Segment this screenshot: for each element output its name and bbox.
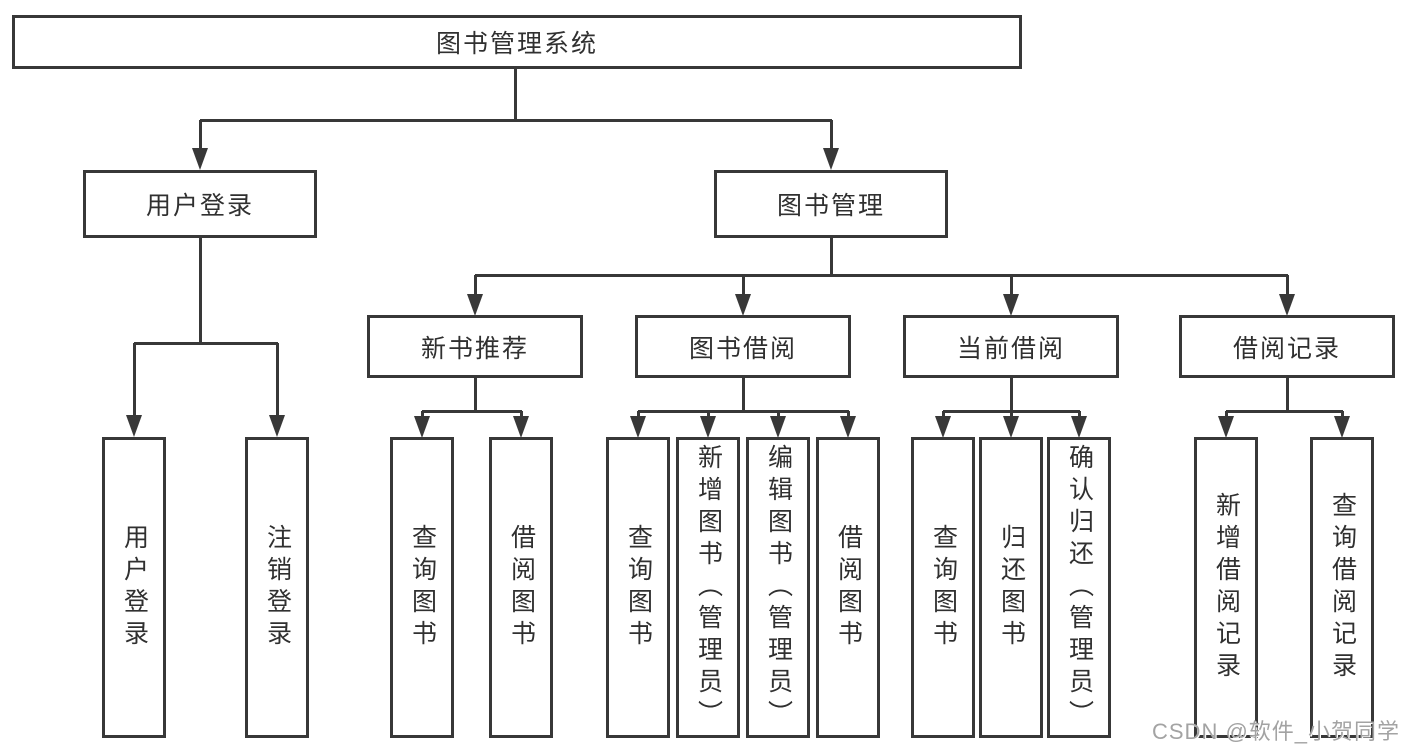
arrow-head-icon	[269, 415, 285, 437]
node-user-login: 用户登录	[83, 170, 317, 238]
connector-user-horizontal	[134, 342, 278, 345]
connector-records-horizontal	[1226, 410, 1343, 413]
arrow-shaft	[741, 275, 745, 294]
arrow-shaft	[941, 411, 945, 416]
arrow-head-icon	[1003, 416, 1019, 438]
arrow-shaft	[275, 343, 279, 415]
node-root: 图书管理系统	[12, 15, 1022, 69]
arrow-shaft	[1009, 275, 1013, 294]
arrow-shaft	[1077, 411, 1081, 416]
arrow-to-book-management	[822, 120, 840, 170]
arrow-head-icon	[1334, 416, 1350, 438]
arrow-to-leaf-return-books	[1002, 411, 1020, 438]
arrow-shaft	[1224, 411, 1228, 416]
arrow-to-leaf-add-record	[1217, 411, 1235, 438]
arrow-head-icon	[467, 294, 483, 316]
arrow-shaft	[198, 120, 202, 148]
csdn-watermark: CSDN @软件_小贺同学	[1152, 719, 1401, 744]
arrow-head-icon	[735, 294, 751, 316]
node-borrow-records: 借阅记录	[1179, 315, 1395, 378]
arrow-head-icon	[840, 416, 856, 438]
arrow-to-leaf-edit-books	[769, 411, 787, 438]
arrow-head-icon	[1071, 416, 1087, 438]
leaf-query-books-3: 查询图书	[911, 437, 975, 738]
arrow-shaft	[1009, 411, 1013, 416]
arrow-shaft	[1340, 411, 1344, 416]
arrow-head-icon	[414, 416, 430, 438]
leaf-query-books-2: 查询图书	[606, 437, 670, 738]
arrow-to-current-borrow	[1002, 275, 1020, 316]
arrow-shaft	[519, 411, 523, 416]
node-book-borrow: 图书借阅	[635, 315, 851, 378]
leaf-confirm-return-admin: 确认归还（管理员）	[1047, 437, 1111, 738]
arrow-head-icon	[513, 416, 529, 438]
arrow-head-icon	[630, 416, 646, 438]
arrow-head-icon	[1003, 294, 1019, 316]
arrow-to-leaf-user-login	[125, 343, 143, 437]
connector-borrow-vertical	[742, 378, 745, 412]
arrow-to-user-login	[191, 120, 209, 170]
arrow-head-icon	[700, 416, 716, 438]
connector-current-vertical	[1010, 378, 1013, 412]
connector-root-vertical	[514, 69, 517, 122]
connector-mgmt-vertical	[830, 238, 833, 276]
leaf-logout: 注销登录	[245, 437, 309, 738]
connector-newbook-horizontal	[422, 410, 522, 413]
arrow-shaft	[636, 411, 640, 416]
node-book-management: 图书管理	[714, 170, 948, 238]
arrow-to-leaf-query-record	[1333, 411, 1351, 438]
arrow-to-leaf-logout	[268, 343, 286, 437]
arrow-head-icon	[823, 148, 839, 170]
arrow-head-icon	[770, 416, 786, 438]
connector-root-horizontal	[200, 119, 832, 122]
leaf-edit-books-admin: 编辑图书（管理员）	[746, 437, 810, 738]
leaf-user-login: 用户登录	[102, 437, 166, 738]
leaf-add-books-admin: 新增图书（管理员）	[676, 437, 740, 738]
arrow-head-icon	[1279, 294, 1295, 316]
connector-records-vertical	[1286, 378, 1289, 412]
arrow-to-leaf-confirm-return	[1070, 411, 1088, 438]
arrow-shaft	[1285, 275, 1289, 294]
leaf-return-books: 归还图书	[979, 437, 1043, 738]
arrow-to-leaf-borrow-books-2	[839, 411, 857, 438]
node-new-book-recommend: 新书推荐	[367, 315, 583, 378]
connector-borrow-horizontal	[638, 410, 849, 413]
arrow-to-borrow-records	[1278, 275, 1296, 316]
arrow-head-icon	[126, 415, 142, 437]
arrow-to-leaf-query-books-1	[413, 411, 431, 438]
leaf-query-borrow-record: 查询借阅记录	[1310, 437, 1374, 738]
arrow-head-icon	[1218, 416, 1234, 438]
arrow-to-leaf-add-books	[699, 411, 717, 438]
arrow-to-leaf-borrow-books-1	[512, 411, 530, 438]
arrow-head-icon	[935, 416, 951, 438]
connector-mgmt-horizontal	[475, 274, 1288, 277]
leaf-borrow-books-2: 借阅图书	[816, 437, 880, 738]
arrow-shaft	[420, 411, 424, 416]
arrow-head-icon	[192, 148, 208, 170]
leaf-add-borrow-record: 新增借阅记录	[1194, 437, 1258, 738]
arrow-to-new-book-recommend	[466, 275, 484, 316]
arrow-to-book-borrow	[734, 275, 752, 316]
connector-newbook-vertical	[474, 378, 477, 412]
arrow-shaft	[776, 411, 780, 416]
arrow-shaft	[706, 411, 710, 416]
arrow-shaft	[473, 275, 477, 294]
connector-user-vertical	[199, 238, 202, 344]
node-current-borrow: 当前借阅	[903, 315, 1119, 378]
arrow-shaft	[132, 343, 136, 415]
arrow-to-leaf-query-books-3	[934, 411, 952, 438]
leaf-borrow-books-1: 借阅图书	[489, 437, 553, 738]
arrow-shaft	[829, 120, 833, 148]
arrow-shaft	[846, 411, 850, 416]
leaf-query-books-1: 查询图书	[390, 437, 454, 738]
arrow-to-leaf-query-books-2	[629, 411, 647, 438]
